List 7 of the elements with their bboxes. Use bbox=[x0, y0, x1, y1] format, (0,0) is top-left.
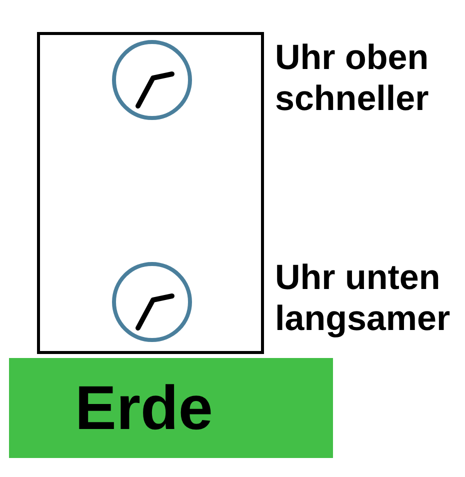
clock-icon bbox=[112, 40, 192, 120]
clock-caption: Uhr unten langsamer bbox=[275, 257, 452, 339]
ground-block bbox=[9, 358, 333, 458]
ground-label: Erde bbox=[75, 378, 213, 440]
tower-outline bbox=[37, 32, 264, 354]
clock-caption: Uhr oben schneller bbox=[275, 37, 430, 119]
clock-icon bbox=[112, 262, 192, 342]
